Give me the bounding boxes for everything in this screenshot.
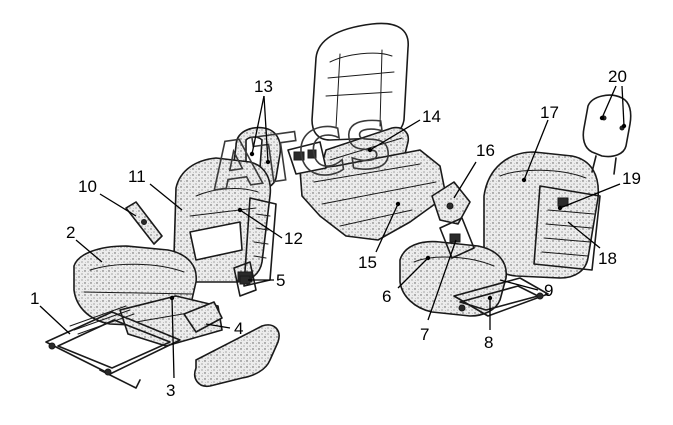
right-backrest-frame: [533, 185, 601, 271]
callout-1: 1: [30, 289, 39, 308]
callout-5: 5: [276, 271, 285, 290]
rear-seat-center-frame: [287, 141, 447, 241]
callout-3: 3: [166, 381, 175, 400]
callout-9: 9: [544, 281, 553, 300]
callout-16: 16: [476, 141, 495, 160]
callout-2: 2: [66, 223, 75, 242]
bracket-4: [183, 301, 223, 333]
bracket-16: [431, 181, 471, 225]
callout-labels: 1 2 3 4 5 6 7 8 9 10 11 12 13 14 15 16 1…: [30, 67, 641, 400]
callout-17: 17: [540, 103, 559, 122]
callout-20: 20: [608, 67, 627, 86]
callout-15: 15: [358, 253, 377, 272]
callout-12: 12: [284, 229, 303, 248]
seat-rails: [45, 305, 181, 389]
right-seat-frame: [453, 277, 549, 317]
callout-19: 19: [622, 169, 641, 188]
callout-4: 4: [234, 319, 243, 338]
callout-6: 6: [382, 287, 391, 306]
side-trim-panel: [194, 324, 280, 388]
rear-backrest: [311, 22, 409, 141]
callout-8: 8: [484, 333, 493, 352]
callout-7: 7: [420, 325, 429, 344]
callout-18: 18: [598, 249, 617, 268]
leader-lines: [39, 85, 627, 379]
callout-11: 11: [128, 167, 146, 186]
callout-10: 10: [78, 177, 97, 196]
callout-13: 13: [254, 77, 273, 96]
callout-14: 14: [422, 107, 441, 126]
bracket-small: [125, 201, 163, 245]
